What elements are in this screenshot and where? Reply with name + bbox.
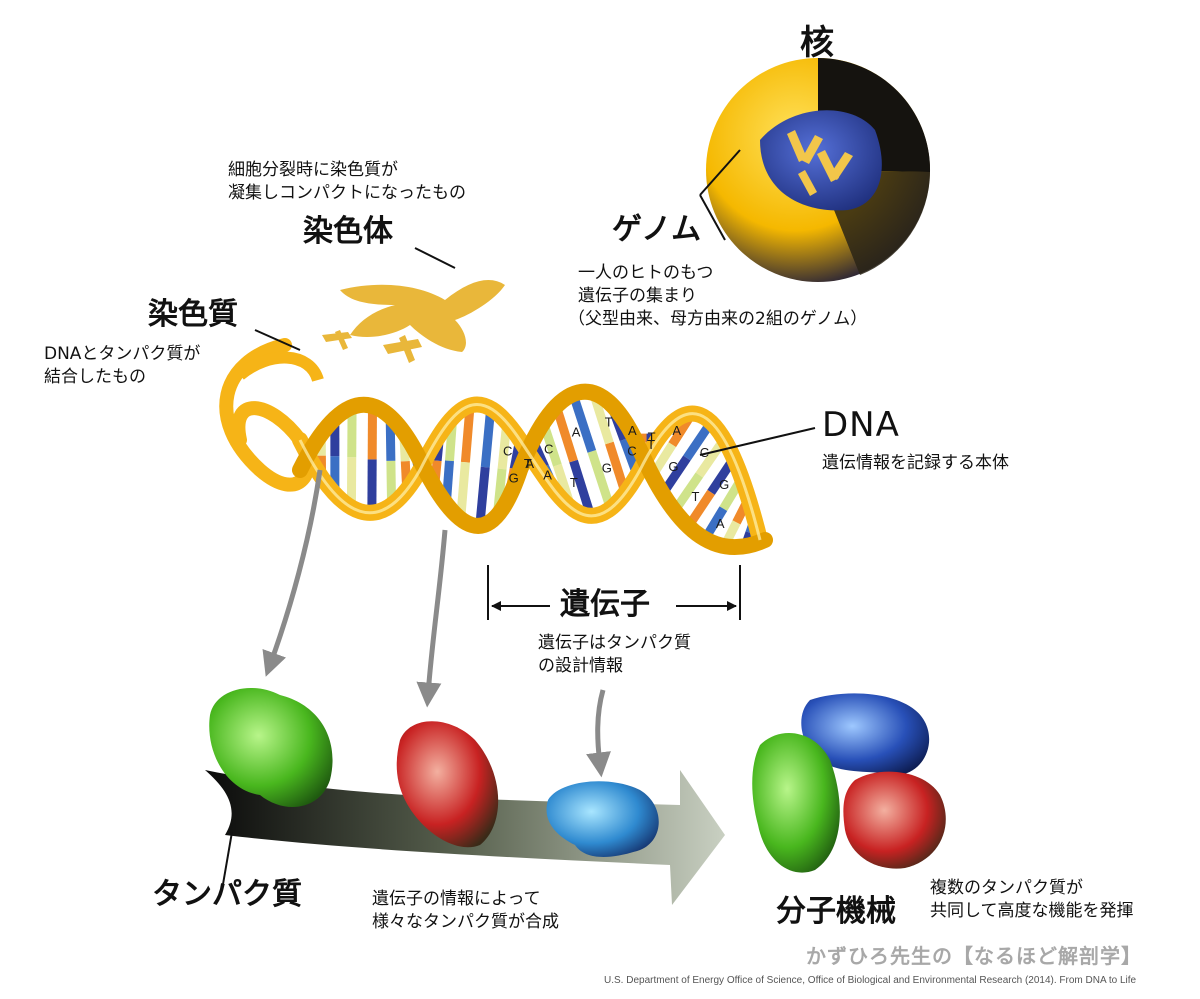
nucleus-sphere bbox=[699, 58, 931, 282]
dna-base-letter: G bbox=[719, 477, 729, 492]
protein-label: タンパク質 bbox=[152, 877, 302, 912]
dna-base-letter: A bbox=[716, 516, 725, 531]
base-pair-half bbox=[587, 449, 615, 510]
gene-range-arrow bbox=[487, 565, 741, 620]
small-chromosomes bbox=[322, 330, 422, 363]
genome-desc-line-3: （父型由来、母方由来の2組のゲノム） bbox=[568, 308, 868, 329]
dna-base-letter: G bbox=[668, 459, 678, 474]
dna-base-letter: C bbox=[627, 443, 636, 458]
base-pair-half bbox=[480, 408, 496, 468]
dna-base-letter: T bbox=[605, 415, 613, 430]
dna-base-letter: A bbox=[525, 456, 534, 471]
chromatin-pointer bbox=[254, 329, 301, 351]
base-pair-half bbox=[460, 405, 475, 463]
gene-label: 遺伝子 bbox=[560, 587, 650, 622]
synthesis-desc-line-1: 遺伝子の情報によって bbox=[372, 889, 541, 909]
arrow-to-green-protein bbox=[262, 469, 323, 677]
molecular-machine-description: 複数のタンパク質が 共同して高度な機能を発揮 bbox=[930, 877, 1134, 923]
arrow-to-red-protein bbox=[416, 529, 448, 708]
protein-blue bbox=[546, 781, 659, 857]
molecular-machine-complex bbox=[752, 693, 946, 873]
gene-desc-line-2: の設計情報 bbox=[538, 655, 623, 676]
arrow-to-blue-protein bbox=[586, 689, 611, 778]
genome-desc-line-1: 一人のヒトのもつ bbox=[578, 263, 714, 283]
synthesis-description: 遺伝子の情報によって 様々なタンパク質が合成 bbox=[372, 888, 559, 934]
chromatin-desc-line-2: 結合したもの bbox=[44, 366, 146, 387]
gene-description: 遺伝子はタンパク質 の設計情報 bbox=[538, 632, 691, 678]
base-pair-half bbox=[568, 392, 597, 453]
dna-base-letter: T bbox=[570, 475, 578, 490]
chromatin-description: DNAとタンパク質が 結合したもの bbox=[44, 343, 200, 389]
machine-desc-line-1: 複数のタンパク質が bbox=[930, 878, 1083, 898]
gene-desc-line-1: 遺伝子はタンパク質 bbox=[538, 633, 691, 653]
protein-green bbox=[209, 687, 333, 807]
dna-label: DNA bbox=[822, 405, 900, 445]
dna-base-letter: A bbox=[572, 425, 581, 440]
dna-base-letter: A bbox=[628, 423, 637, 438]
dna-base-letter: C bbox=[544, 442, 553, 457]
chromosome-desc-line-2: 凝集しコンパクトになったもの bbox=[228, 182, 466, 203]
synthesis-desc-line-2: 様々なタンパク質が合成 bbox=[372, 911, 559, 932]
base-pair-half bbox=[569, 459, 596, 518]
protein-pointer bbox=[221, 831, 233, 891]
dna-base-letter: A bbox=[672, 423, 681, 438]
dna-base-letter: G bbox=[509, 471, 519, 486]
dna-base-letter: C bbox=[503, 444, 512, 459]
dna-base-letter: T bbox=[524, 456, 532, 471]
base-pair-half bbox=[552, 404, 578, 463]
molecular-machine-label: 分子機械 bbox=[776, 894, 896, 929]
image-credit: U.S. Department of Energy Office of Scie… bbox=[604, 975, 1137, 986]
machine-desc-line-2: 共同して高度な機能を発揮 bbox=[930, 900, 1134, 921]
chromosome-label: 染色体 bbox=[303, 214, 393, 249]
protein-red bbox=[396, 721, 499, 848]
genome-description: 一人のヒトのもつ 遺伝子の集まり （父型由来、母方由来の2組のゲノム） bbox=[568, 262, 867, 331]
chromosome-shape bbox=[340, 280, 505, 352]
dna-base-letter: G bbox=[602, 461, 612, 476]
dna-base-letter: T bbox=[648, 429, 656, 444]
chromatin-label: 染色質 bbox=[148, 297, 238, 332]
chromosome-desc-line-1: 細胞分裂時に染色質が bbox=[228, 160, 398, 180]
dna-pointer bbox=[699, 427, 816, 456]
dna-base-letter: A bbox=[543, 468, 552, 483]
dna-base-letter: C bbox=[700, 445, 709, 460]
chromosome-description: 細胞分裂時に染色質が 凝集しコンパクトになったもの bbox=[228, 159, 466, 205]
dna-base-letter: T bbox=[692, 489, 700, 504]
genome-label: ゲノム bbox=[612, 212, 702, 247]
base-pair-half bbox=[475, 466, 490, 527]
chromatin-desc-line-1: DNAとタンパク質が bbox=[44, 344, 201, 364]
dna-base-letter: T bbox=[647, 437, 655, 452]
genome-desc-line-2: 遺伝子の集まり bbox=[578, 285, 697, 306]
nucleus-label: 核 bbox=[800, 23, 835, 63]
dna-description: 遺伝情報を記録する本体 bbox=[822, 453, 1009, 473]
chromosome-pointer bbox=[414, 247, 456, 269]
site-branding: かずひろ先生の【なるほど解剖学】 bbox=[806, 944, 1142, 968]
